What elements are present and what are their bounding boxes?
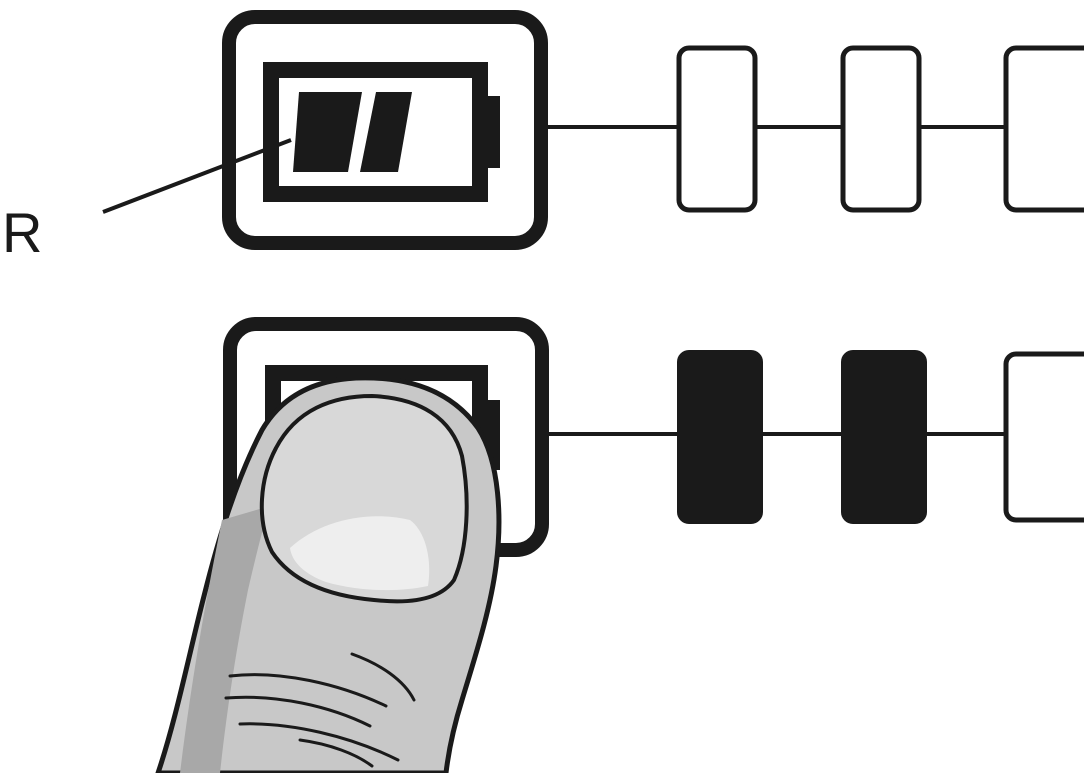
row-idle (229, 17, 1084, 243)
led-indicator-icon (1006, 48, 1084, 210)
callout-label: R (2, 201, 42, 264)
led-indicator-icon (679, 352, 761, 522)
battery-terminal (480, 96, 500, 168)
battery-icon (271, 70, 500, 194)
led-indicator-icon (843, 48, 919, 210)
row-pressed (158, 324, 1084, 773)
led-indicator-icon (843, 352, 925, 522)
finger-icon (158, 378, 499, 773)
led-indicator-icon (1006, 354, 1084, 520)
led-indicator-icon (679, 48, 755, 210)
